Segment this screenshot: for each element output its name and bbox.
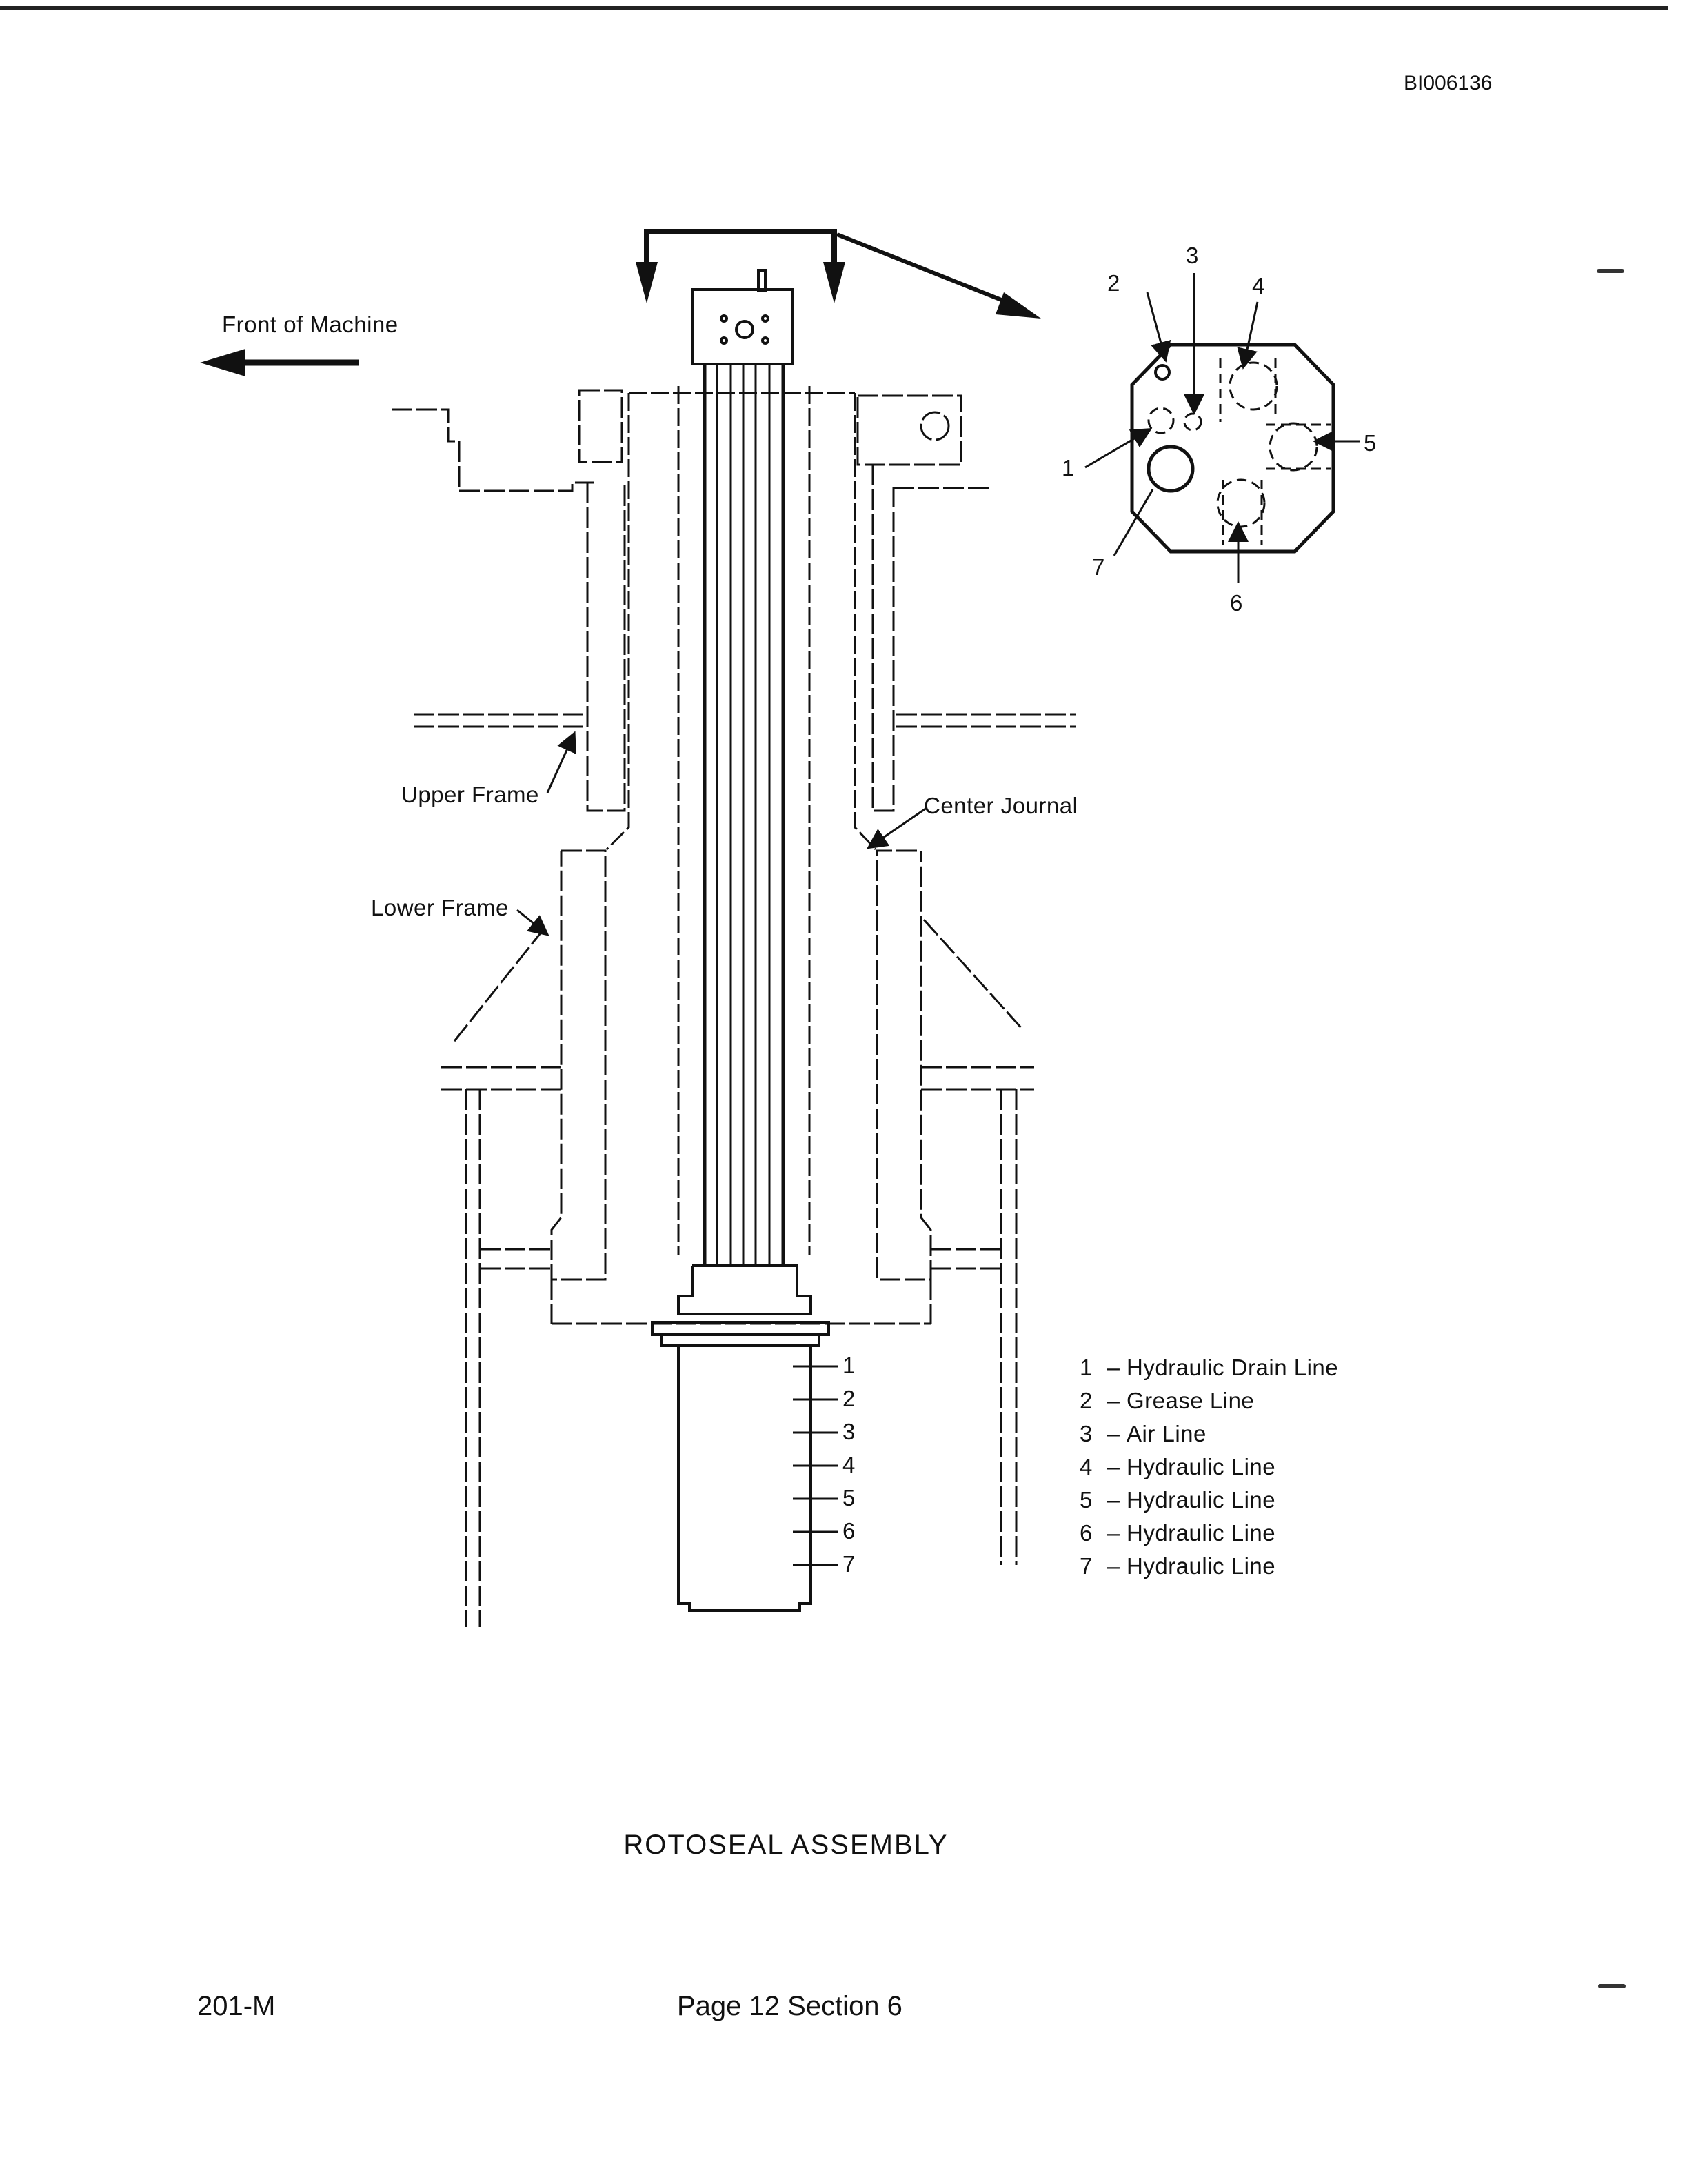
upper-frame-right bbox=[856, 394, 1076, 812]
upper-frame-label: Upper Frame bbox=[401, 782, 539, 807]
lower-frame-label: Lower Frame bbox=[371, 895, 509, 920]
page-code: 201-M bbox=[197, 1991, 276, 2021]
legend-text: Hydraulic Line bbox=[1127, 1520, 1276, 1546]
legend-row: 5–Hydraulic Line bbox=[1080, 1484, 1338, 1517]
port-number-5: 5 bbox=[1364, 430, 1377, 456]
body-number-3: 3 bbox=[842, 1419, 856, 1444]
body-number-6: 6 bbox=[842, 1518, 856, 1544]
port-number-3: 3 bbox=[1186, 243, 1199, 268]
port-number-6: 6 bbox=[1230, 590, 1243, 616]
page-number: Page 12 Section 6 bbox=[677, 1991, 902, 2021]
port-number-7: 7 bbox=[1092, 554, 1105, 580]
legend-row: 7–Hydraulic Line bbox=[1080, 1550, 1338, 1583]
center-tubes bbox=[703, 364, 785, 1266]
scan-mark bbox=[1598, 1984, 1626, 1988]
port-number-4: 4 bbox=[1252, 273, 1265, 299]
port-detail bbox=[1084, 273, 1360, 583]
legend-text: Hydraulic Drain Line bbox=[1127, 1355, 1339, 1380]
label-pointers bbox=[516, 731, 927, 936]
center-journal-label: Center Journal bbox=[924, 793, 1078, 818]
front-of-machine-label: Front of Machine bbox=[222, 312, 398, 337]
port-number-2: 2 bbox=[1107, 270, 1120, 296]
rotoseal-head bbox=[691, 269, 794, 365]
line-legend: 1–Hydraulic Drain Line 2–Grease Line 3–A… bbox=[1080, 1351, 1338, 1583]
scan-mark bbox=[1597, 269, 1624, 273]
legend-row: 6–Hydraulic Line bbox=[1080, 1517, 1338, 1550]
figure-title: ROTOSEAL ASSEMBLY bbox=[623, 1830, 949, 1860]
front-arrow bbox=[200, 349, 359, 376]
legend-row: 4–Hydraulic Line bbox=[1080, 1450, 1338, 1484]
top-border bbox=[0, 6, 1668, 10]
body-number-7: 7 bbox=[842, 1551, 856, 1577]
legend-text: Grease Line bbox=[1127, 1388, 1255, 1413]
rotoseal-body bbox=[651, 1264, 838, 1612]
document-id: BI006136 bbox=[1404, 72, 1493, 94]
legend-text: Hydraulic Line bbox=[1127, 1553, 1276, 1579]
port-number-1: 1 bbox=[1062, 455, 1075, 481]
legend-row: 1–Hydraulic Drain Line bbox=[1080, 1351, 1338, 1384]
section-bracket bbox=[636, 229, 1041, 318]
upper-frame-left bbox=[392, 389, 626, 812]
body-number-1: 1 bbox=[842, 1353, 856, 1378]
legend-row: 2–Grease Line bbox=[1080, 1384, 1338, 1417]
legend-text: Hydraulic Line bbox=[1127, 1487, 1276, 1513]
legend-text: Air Line bbox=[1127, 1421, 1207, 1446]
center-journal-housing bbox=[605, 386, 877, 1255]
body-number-5: 5 bbox=[842, 1485, 856, 1510]
lower-frame bbox=[441, 849, 1034, 1627]
legend-row: 3–Air Line bbox=[1080, 1417, 1338, 1450]
body-number-2: 2 bbox=[842, 1386, 856, 1411]
body-number-4: 4 bbox=[842, 1452, 856, 1477]
legend-text: Hydraulic Line bbox=[1127, 1454, 1276, 1479]
